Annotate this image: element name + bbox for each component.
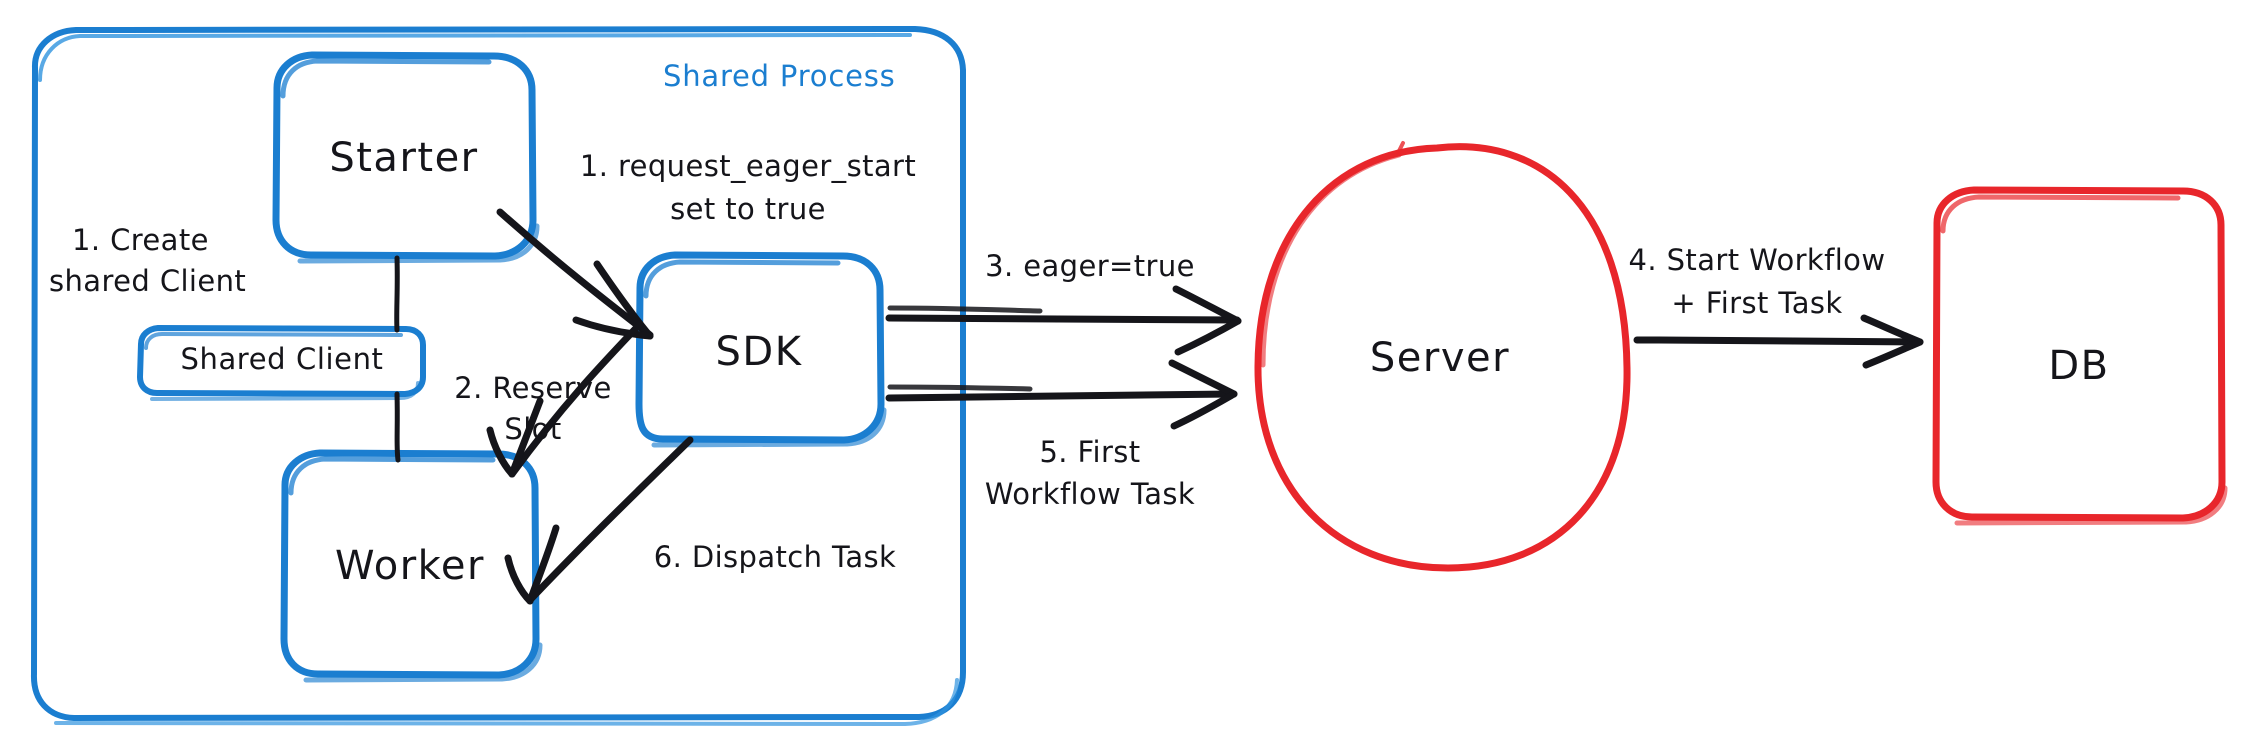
- edge-sdk-to-server-eager: [885, 285, 1242, 356]
- label-eager-true: 3. eager=true: [985, 249, 1195, 283]
- label-create-shared-client-line2: shared Client: [49, 264, 246, 298]
- node-starter-label: Starter: [329, 135, 478, 181]
- node-worker-label: Worker: [335, 543, 485, 589]
- shared-process-label: Shared Process: [663, 59, 896, 93]
- label-request-eager-start-line2: set to true: [670, 192, 826, 226]
- edge-server-to-db: [1633, 314, 1924, 369]
- node-db[interactable]: DB: [1932, 186, 2228, 526]
- label-first-workflow-task-line2: Workflow Task: [985, 477, 1195, 511]
- node-worker[interactable]: Worker: [280, 449, 543, 683]
- node-starter[interactable]: Starter: [272, 51, 540, 264]
- edge-sdk-to-worker-reserve: [486, 320, 644, 478]
- label-reserve-slot-line1: 2. Reserve: [454, 371, 611, 405]
- label-first-workflow-task-line1: 5. First: [1039, 435, 1140, 469]
- edge-sdk-to-worker-dispatch: [504, 436, 694, 605]
- edge-starter-to-sdk: [496, 208, 654, 340]
- node-server[interactable]: Server: [1254, 141, 1631, 572]
- edge-starter-shared-client-worker: [394, 255, 401, 463]
- edge-sdk-to-server-first-task: [885, 359, 1238, 430]
- node-sdk-label: SDK: [716, 329, 803, 375]
- label-create-shared-client-line1: 1. Create: [72, 223, 209, 257]
- node-server-label: Server: [1370, 335, 1510, 381]
- label-reserve-slot-line2: Slot: [504, 412, 561, 446]
- label-dispatch-task: 6. Dispatch Task: [654, 540, 896, 574]
- node-sdk[interactable]: SDK: [635, 251, 887, 448]
- label-start-workflow-line2: + First Task: [1671, 286, 1842, 320]
- shared-process-container: [30, 26, 966, 726]
- node-shared-client[interactable]: Shared Client: [137, 325, 426, 401]
- label-start-workflow-line1: 4. Start Workflow: [1629, 243, 1886, 277]
- node-shared-client-label: Shared Client: [180, 342, 383, 376]
- node-db-label: DB: [2048, 343, 2109, 389]
- label-request-eager-start-line1: 1. request_eager_start: [580, 149, 916, 183]
